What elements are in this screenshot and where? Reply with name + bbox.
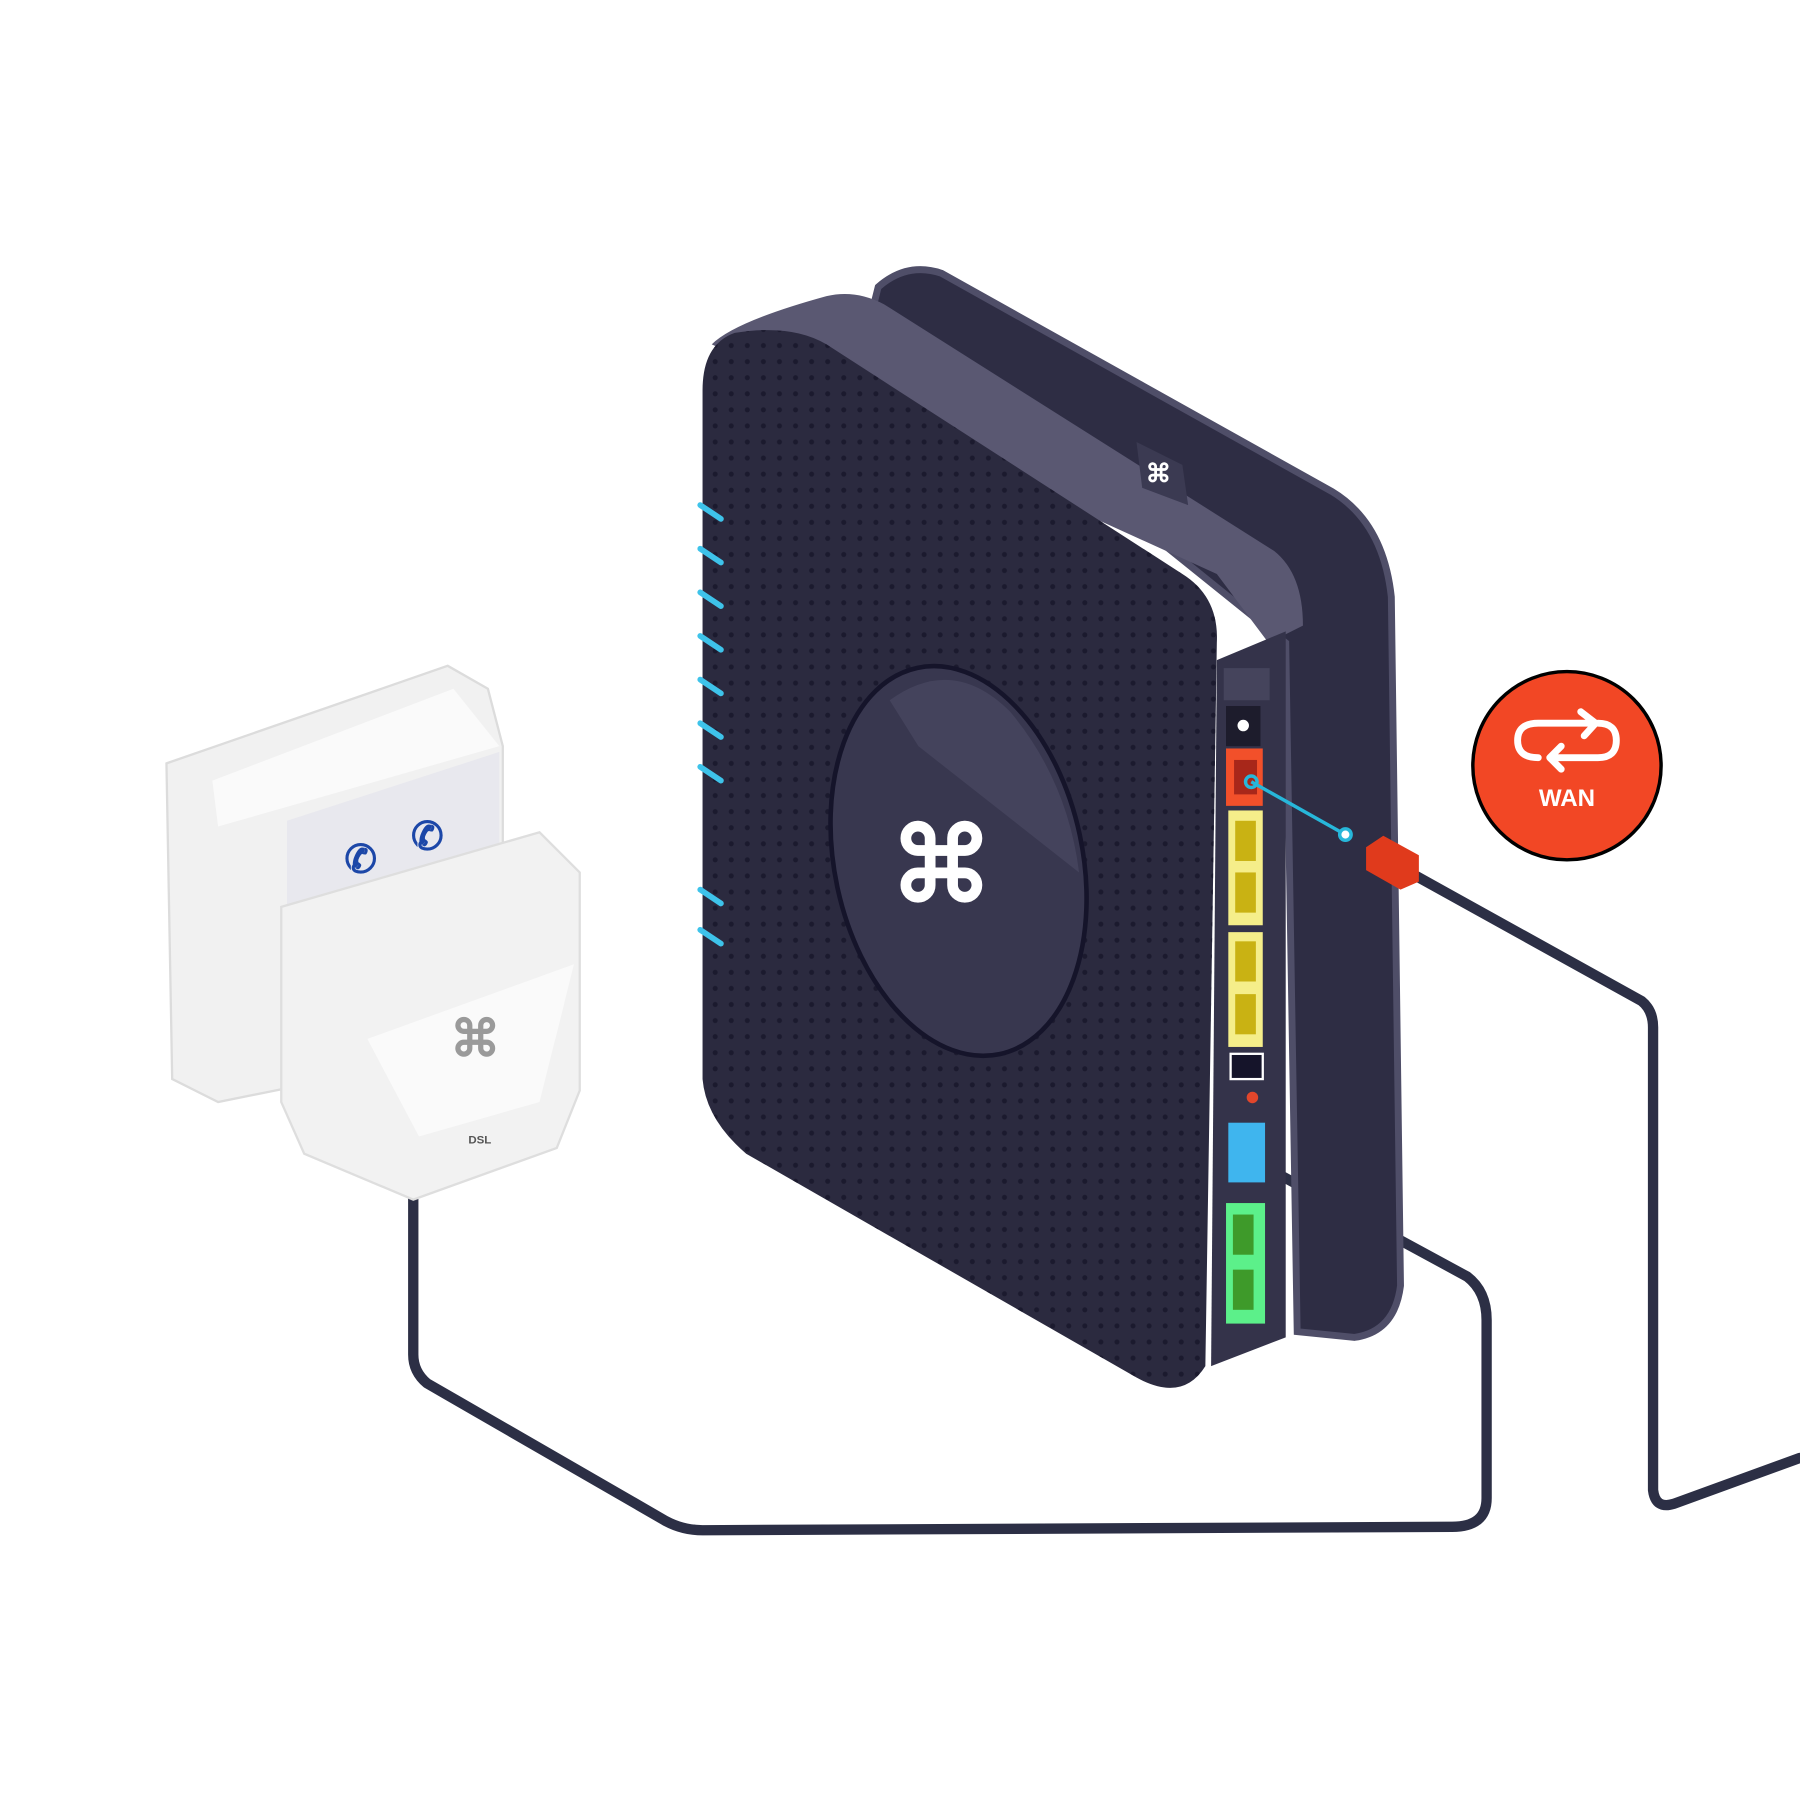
router-back-plate: [868, 266, 1404, 1341]
lan-socket: [1235, 941, 1256, 982]
lan-socket: [1235, 994, 1256, 1035]
wan-badge-label: WAN: [1539, 785, 1595, 812]
pointer-end: [1337, 827, 1353, 843]
phone-socket: [1232, 1269, 1254, 1310]
lan-socket: [1235, 820, 1256, 861]
dsl-cable: [408, 1154, 1492, 1536]
filter-dsl-label: DSL: [468, 1134, 491, 1146]
router: ⌘ ⌘: [697, 266, 1404, 1388]
phone-jack-icon: ✆: [411, 815, 444, 858]
lan-socket: [1235, 872, 1256, 913]
wan-pointer-line: [1250, 780, 1347, 837]
pointer-start: [1243, 774, 1259, 790]
dc-jack-pin: [1237, 719, 1249, 732]
filter-logo-icon: ⌘: [450, 1010, 501, 1067]
phone-socket: [1232, 1214, 1254, 1255]
filter-front-panel: [367, 964, 574, 1137]
phone-jack-icon: ✆: [344, 838, 377, 881]
usb-port[interactable]: [1229, 1052, 1264, 1081]
dsl-port[interactable]: [1228, 1122, 1266, 1183]
wall-plate-top: [212, 688, 500, 827]
rj45-connector: [1366, 835, 1419, 890]
dsl-filter: ✆ ✆ ⌘ DSL: [165, 664, 581, 1201]
top-logo-tab: [1136, 441, 1189, 506]
exchange-arrows-icon: [1514, 708, 1620, 773]
status-leds: [697, 502, 724, 947]
router-logo-icon: ⌘: [890, 807, 993, 923]
top-logo-icon: ⌘: [1146, 460, 1171, 488]
wan-badge: WAN: [1471, 669, 1663, 862]
power-switch[interactable]: [1223, 668, 1270, 701]
reset-button[interactable]: [1246, 1091, 1259, 1104]
disc-highlight: [889, 679, 1080, 873]
wan-cable: [1404, 867, 1800, 1511]
